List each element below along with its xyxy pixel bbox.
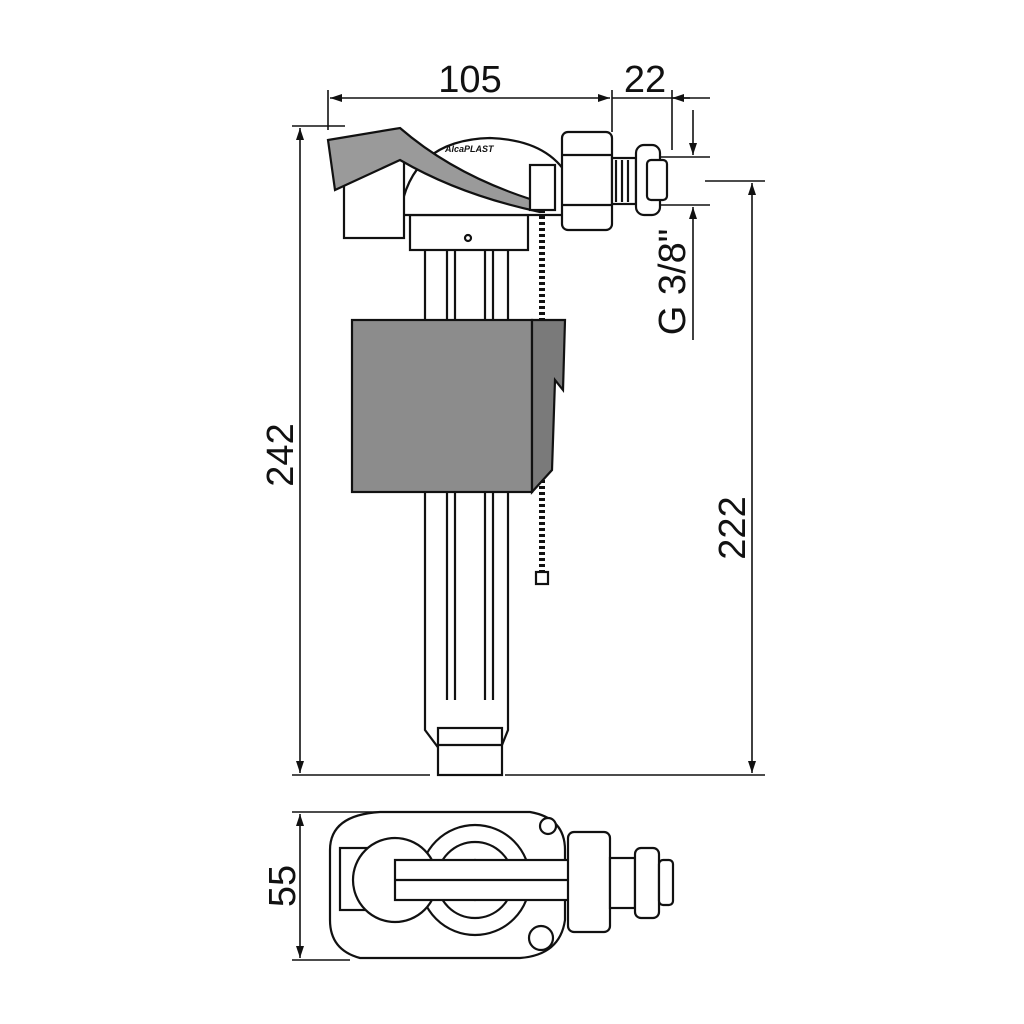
label-height-242: 242 <box>260 423 302 486</box>
brand-logo: AlcaPLAST <box>444 144 495 154</box>
label-width-22: 22 <box>624 59 666 101</box>
dimension-line-222 <box>505 180 765 776</box>
dimension-line-242 <box>292 125 430 776</box>
valve-side-view <box>326 126 669 777</box>
label-thread: G 3/8" <box>652 229 694 335</box>
label-depth-55: 55 <box>262 865 304 907</box>
label-width-105: 105 <box>438 59 501 101</box>
label-height-222: 222 <box>712 496 754 559</box>
dimension-line-105 <box>327 90 613 132</box>
dimension-line-22 <box>612 90 710 150</box>
dimension-line-thread <box>660 110 710 340</box>
valve-top-view <box>328 810 675 960</box>
float-body <box>350 318 534 494</box>
